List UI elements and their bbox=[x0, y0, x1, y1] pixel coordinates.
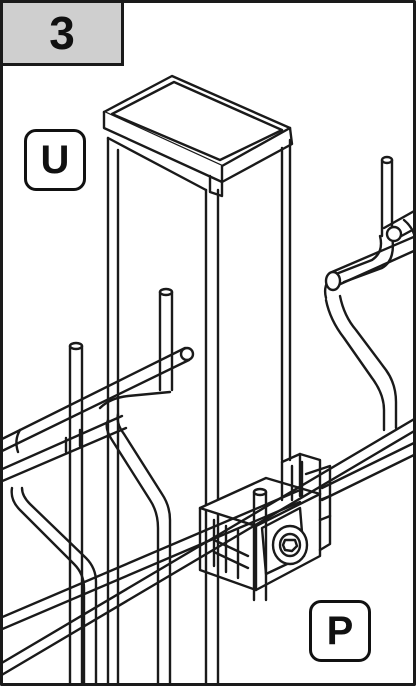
right-mesh-panel bbox=[323, 155, 416, 432]
foreground-wires bbox=[0, 416, 416, 678]
step-number-badge: 3 bbox=[0, 0, 124, 66]
clamp-label: P bbox=[309, 600, 371, 662]
clamp-bracket bbox=[198, 452, 332, 602]
left-mesh-panel bbox=[0, 287, 195, 686]
fence-post bbox=[102, 74, 294, 686]
post-cap-label: U bbox=[24, 129, 86, 191]
